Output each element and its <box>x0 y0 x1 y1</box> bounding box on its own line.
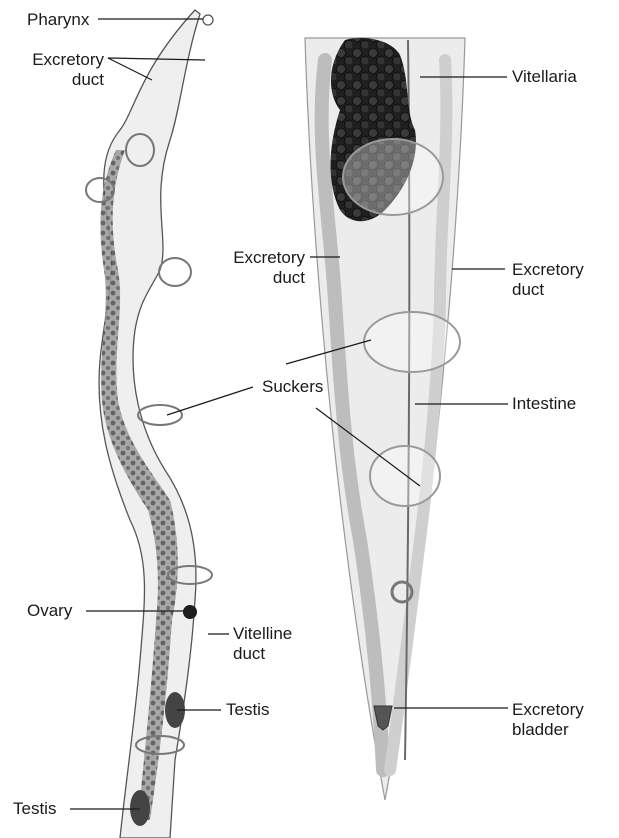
label-excretory-bladder-line1: Excretory <box>512 700 584 720</box>
right-worm-sucker-1 <box>343 139 443 215</box>
label-vitelline-duct-line1: Vitelline <box>233 624 292 644</box>
left-worm <box>86 10 213 838</box>
label-vitellaria: Vitellaria <box>512 67 577 87</box>
testis-mark-lower <box>130 790 150 826</box>
leader-excretory-duct-left-a <box>108 58 152 80</box>
label-excretory-duct-left-line1: Excretory <box>14 50 104 70</box>
label-testis-lower: Testis <box>13 799 56 819</box>
ovary-mark <box>183 605 197 619</box>
label-excretory-bladder-line2: bladder <box>512 720 584 740</box>
left-worm-sucker-4 <box>138 405 182 425</box>
label-intestine: Intestine <box>512 394 576 414</box>
label-vitelline-duct: Vitelline duct <box>233 624 292 664</box>
label-excretory-duct-right-line1: Excretory <box>512 260 584 280</box>
label-excretory-duct-right: Excretory duct <box>512 260 584 300</box>
label-excretory-duct-left-line2: duct <box>14 70 104 90</box>
label-excretory-duct-mid-line1: Excretory <box>200 248 305 268</box>
right-worm-sucker-2 <box>364 312 460 372</box>
label-excretory-bladder: Excretory bladder <box>512 700 584 740</box>
label-excretory-duct-mid-line2: duct <box>200 268 305 288</box>
pharynx-mark <box>203 15 213 25</box>
leader-suckers-left <box>167 387 253 415</box>
label-ovary: Ovary <box>27 601 72 621</box>
label-excretory-duct-right-line2: duct <box>512 280 584 300</box>
left-worm-sucker-3 <box>159 258 191 286</box>
label-vitelline-duct-line2: duct <box>233 644 292 664</box>
label-testis-upper: Testis <box>226 700 269 720</box>
label-suckers: Suckers <box>262 377 323 397</box>
label-excretory-duct-left: Excretory duct <box>14 50 104 90</box>
right-worm <box>305 38 465 800</box>
label-excretory-duct-mid: Excretory duct <box>200 248 305 288</box>
right-worm-sucker-3 <box>370 446 440 506</box>
label-pharynx: Pharynx <box>27 10 89 30</box>
